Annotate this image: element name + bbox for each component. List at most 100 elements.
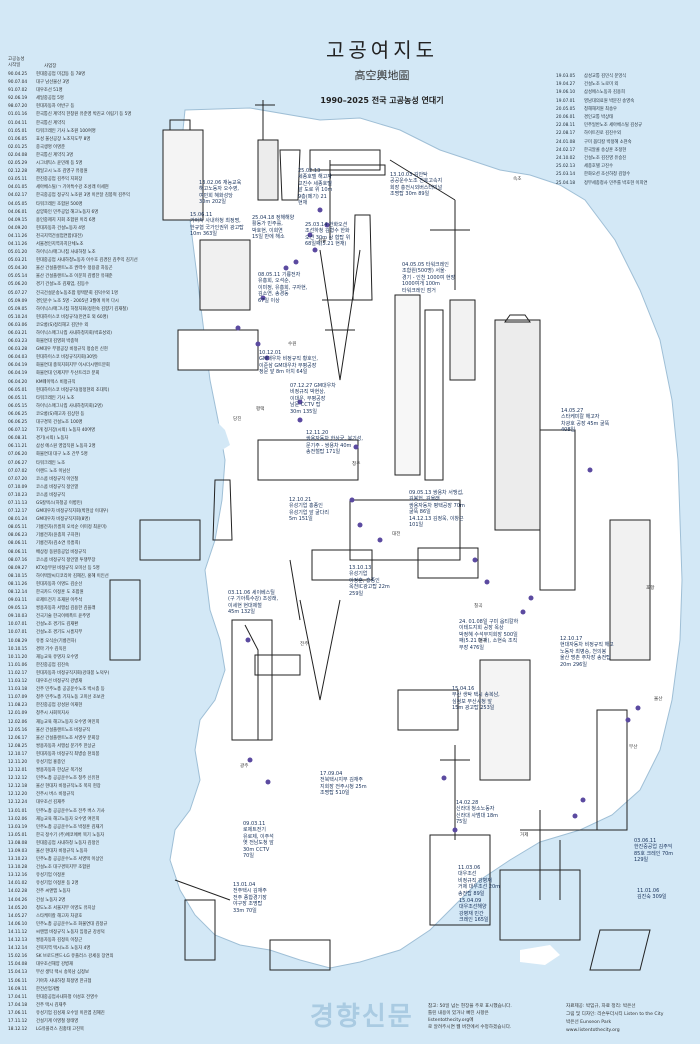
entry-workplace: LG유플러스 김충태 고진복: [36, 1027, 84, 1033]
entry-date: 90.04.25: [8, 72, 28, 77]
entry-workplace: 한국알콜 송상훈 조정현: [584, 147, 627, 153]
entry-date: 09.03.11: [8, 598, 28, 604]
entry-workplace: 재능교육 해고노동자 오수영 여민희: [36, 816, 100, 822]
entry-date: 13.01.01: [8, 808, 28, 814]
entry-date: 04.01.05: [8, 185, 28, 191]
entry-workplace: 유흥 오식순(기륭전자): [36, 638, 77, 644]
page-subtitle: 1990–2025 전국 고공농성 연대기: [320, 96, 444, 105]
entry-workplace: 삼성교통 김민식 문엉식: [584, 74, 627, 79]
place-label: 청주: [352, 462, 361, 467]
entry-workplace: 타워크레인 기사 노조원 100여명: [36, 128, 96, 134]
entry-workplace: 쌍용자동차 서맹섭 문기주 한상균: [36, 743, 96, 749]
entry-date: 04.05.05: [8, 201, 28, 207]
entry-workplace: 기륭전자(김소연 유흥희): [36, 541, 81, 547]
entry-date: 13.10.23: [8, 857, 28, 863]
entry-workplace: 민주일반노조 세아베스틸 김성규: [584, 123, 643, 129]
entry-date: 05.06.20: [8, 282, 28, 288]
entry-date: 20.05.05: [556, 106, 576, 112]
entry-workplace: 울산 건설플랜트노조 이문희 김병찬 유재준: [36, 274, 113, 280]
entry-date: 07.10.09: [8, 484, 28, 490]
chronology-header: 고공농성 시작일 사업장: [8, 56, 198, 69]
entry-date: 06.08.31: [8, 436, 28, 442]
place-label: 속초: [513, 177, 522, 182]
entry-workplace: 대우조선 김재주: [36, 800, 66, 806]
entry-date: 15.06.11: [8, 978, 28, 984]
website-link[interactable]: www.listentothecity.org: [566, 1028, 620, 1033]
entry-date: 08.10.15: [8, 573, 28, 579]
entry-date: 25.04.18: [556, 180, 576, 186]
entry-workplace: 대구 남선물산 3명: [36, 80, 70, 86]
header-date: 시작일: [8, 63, 21, 68]
entry-date: 06.03.23: [8, 339, 28, 345]
entry-workplace: 울산 건설플랜트노조 비정규직: [36, 727, 91, 733]
entry-date: 07.07.20: [8, 476, 28, 482]
place-label: 전주: [300, 642, 309, 647]
entry-workplace: 유성기업 이정훈: [36, 873, 66, 879]
entry-date: 13.03.19: [8, 824, 28, 830]
entry-workplace: 건설노조 대구경북지부 조합원: [36, 865, 91, 871]
entry-workplace: 부산 생탁 택시 송복남 심정보: [36, 970, 89, 976]
entry-date: 14.05.20: [8, 905, 28, 911]
entry-workplace: 하이닉스/매그나칩 사내하청 노조: [36, 250, 96, 256]
entry-workplace: 코스콤 비정규직: [36, 492, 66, 498]
entry-workplace: GM대우차 비정규직지회(박현상 이대우): [36, 509, 109, 515]
entry-date: 11.07.09: [8, 695, 28, 701]
entry-workplace: 울산 현대차 비정규직 노동자: [36, 849, 88, 854]
entry-date: 04.11.26: [8, 233, 28, 239]
entry-workplace: 타워크레인 노조: [36, 460, 66, 466]
entry-workplace: 기륭전자(윤종희 구자현): [36, 533, 81, 539]
entry-workplace: 현대중공업 사내하청 노동자 김정인: [36, 840, 100, 846]
place-label: 칠곡: [474, 604, 483, 609]
entry-date: 12.02.06: [8, 719, 28, 725]
entry-workplace: 재능교육 해고노동자 오수영 여민희: [36, 719, 100, 725]
entry-date: 09.10.03: [8, 614, 28, 620]
entry-date: 05.05.14: [8, 274, 28, 280]
entry-date: 04.09.15: [8, 217, 28, 223]
entry-date: 08.11.26: [8, 581, 28, 587]
entry-date: 06.11.21: [8, 444, 28, 450]
entry-workplace: 현대중공업사내하청 이성호 전영수: [36, 994, 99, 1000]
entry-workplace: KTX승무원 비정규직 오미선 등 5명: [36, 565, 100, 571]
entry-date: 14.05.27: [8, 913, 28, 919]
entry-workplace: 제일고시 노조 김영구 유정원: [36, 169, 88, 175]
entry-date: 10.07.01: [8, 622, 28, 628]
entry-workplace: 타워크레인 기사 노조: [36, 395, 75, 401]
entry-workplace: 대구경북 건설노조 100명: [36, 420, 83, 426]
